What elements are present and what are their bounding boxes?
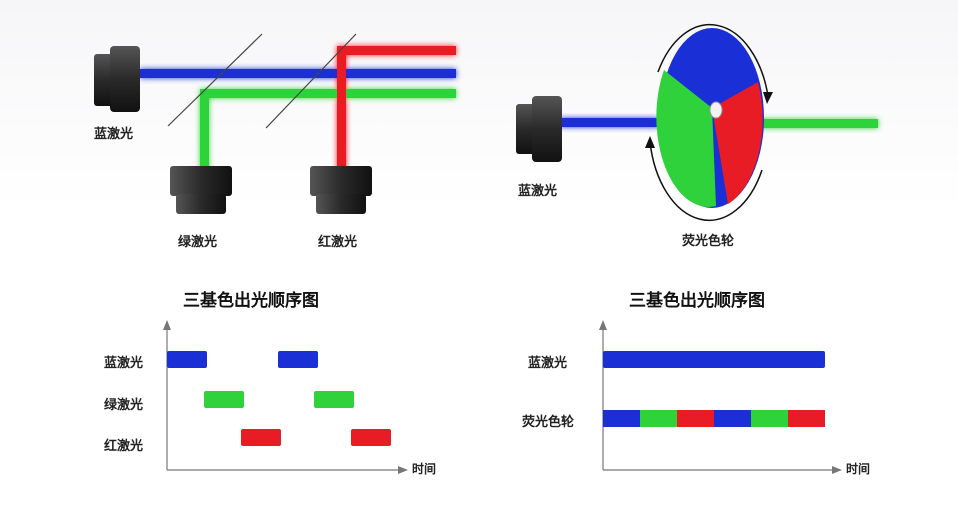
wheel-red-segment: [712, 82, 763, 204]
right-beams: [560, 118, 878, 128]
right-wheel-seg-red-2: [788, 410, 825, 427]
left-y-arrow: [163, 320, 171, 330]
right-row-label-blue: 蓝激光: [528, 356, 568, 371]
left-blue-pulse-1: [167, 351, 207, 368]
right-wheel-seg-red-1: [677, 410, 714, 427]
rotation-arrow-bottom: [649, 141, 763, 221]
phosphor-color-wheel: [656, 28, 764, 208]
left-green-pulse-1: [204, 391, 244, 408]
right-y-arrow: [599, 320, 607, 330]
left-row-label-green: 绿激光: [104, 398, 144, 413]
label-color-wheel: 荧光色轮: [682, 234, 735, 249]
green-beam-horizontal: [200, 89, 456, 98]
rotation-arrowhead-top: [763, 92, 773, 104]
label-blue-laser-left: 蓝激光: [94, 127, 134, 142]
right-row-label-wheel: 荧光色轮: [522, 415, 575, 430]
green-laser-housing: [170, 166, 232, 214]
blue-laser-housing-left: [94, 46, 140, 112]
green-beam-vertical: [200, 92, 209, 172]
left-red-pulse-2: [351, 429, 391, 446]
left-timing-axes: [166, 326, 402, 471]
right-wheel-seg-blue-2: [714, 410, 751, 427]
left-axis-time-label: 时间: [412, 462, 437, 476]
label-blue-laser-right: 蓝激光: [518, 184, 558, 199]
right-x-arrow: [832, 466, 842, 474]
dichroic-mirror-1: [167, 33, 263, 127]
right-timing-title: 三基色出光顺序图: [629, 291, 765, 311]
green-output-beam: [712, 119, 878, 128]
right-axis-time-label: 时间: [846, 462, 871, 476]
left-beams: [140, 46, 456, 172]
label-red-laser: 红激光: [318, 235, 358, 250]
left-timing-title: 三基色出光顺序图: [183, 291, 319, 311]
wheel-hub: [709, 101, 723, 119]
dichroic-mirror-2: [265, 33, 357, 129]
rotation-arrow-top: [657, 23, 769, 97]
right-timing-axes: [602, 326, 836, 471]
blue-beam-right: [560, 118, 660, 127]
right-wheel-seg-green-1: [640, 410, 677, 427]
left-red-pulse-1: [241, 429, 281, 446]
red-laser-housing: [310, 166, 372, 214]
rotation-arrowhead-bottom: [645, 136, 655, 148]
right-wheel-seg-green-2: [751, 410, 788, 427]
left-row-label-red: 红激光: [104, 439, 144, 454]
left-row-label-blue: 蓝激光: [104, 356, 144, 371]
label-green-laser: 绿激光: [178, 235, 218, 250]
left-x-arrow: [398, 466, 408, 474]
left-blue-pulse-2: [278, 351, 318, 368]
blue-laser-housing-right: [516, 96, 562, 162]
right-blue-continuous: [603, 351, 825, 368]
blue-beam: [140, 69, 456, 78]
red-beam-horizontal: [337, 46, 456, 55]
left-green-pulse-2: [314, 391, 354, 408]
red-beam-vertical: [337, 50, 346, 172]
right-wheel-seg-blue-1: [603, 410, 640, 427]
wheel-green-segment: [656, 70, 716, 207]
